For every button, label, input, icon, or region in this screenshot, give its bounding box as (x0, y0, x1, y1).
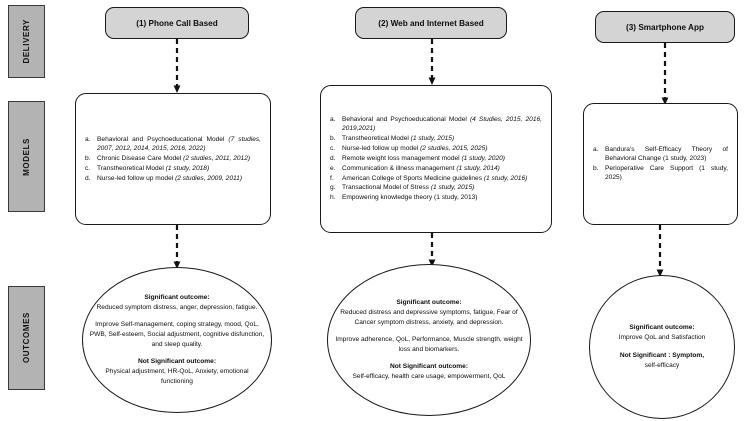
outcome-ellipse-smartphone-app: Significant outcome: Improve QoL and Sat… (589, 275, 735, 419)
connector-delivery-models-2 (428, 39, 436, 85)
outcome-text-1: Significant outcome: Reduced symptom dis… (83, 293, 271, 387)
connector-models-outcomes-2 (428, 233, 436, 267)
delivery-label-1: (1) Phone Call Based (136, 18, 218, 28)
outcome-significant-body-2: Improve adherence, QoL, Performance, Mus… (335, 335, 523, 353)
models-item: e. Communication & illness management (1… (330, 164, 542, 173)
models-item-text: Communication & illness management (1 st… (342, 164, 500, 172)
delivery-box-smartphone-app[interactable]: (3) Smartphone App (595, 11, 735, 43)
models-item-text: Perioperative Care Support (1 study, 202… (605, 165, 728, 182)
models-item: c. Nurse-led follow up model (2 studies,… (330, 144, 542, 153)
models-item-text: Nurse-led follow up model (2 studies, 20… (97, 174, 243, 182)
models-item-text: Behavioral and Psychoeducational Model (… (97, 135, 261, 152)
models-list-1: a. Behavioral and Psychoeducational Mode… (85, 135, 261, 184)
models-item-key: c. (330, 144, 336, 152)
outcome-spacer (89, 313, 265, 320)
models-item-key: d. (330, 154, 336, 162)
models-item-key: e. (330, 164, 336, 172)
outcome-text-3: Significant outcome: Improve QoL and Sat… (613, 323, 712, 370)
models-item: h. Empowering knowledge theory (1 study,… (330, 193, 542, 202)
models-item-text: Chronic Disease Care Model (2 studies, 2… (97, 154, 251, 162)
connector-models-outcomes-3 (656, 225, 664, 277)
outcome-significant-body-2: Improve Self-management, coping strategy… (89, 320, 265, 348)
models-item: a. Bandura's Self-Efficacy Theory of Beh… (593, 145, 728, 164)
outcome-not-significant-heading: Not Significant : Symptom, (619, 351, 705, 359)
models-item-key: b. (85, 154, 91, 162)
models-item-text: Remote weight loss management model (1 s… (342, 154, 505, 162)
outcome-significant-heading: Significant outcome: (144, 293, 210, 301)
outcome-not-significant-heading: Not Significant outcome: (137, 358, 217, 366)
band-models: MODELS (8, 101, 45, 212)
models-item-key: c. (85, 164, 91, 172)
models-item: d. Nurse-led follow up model (2 studies,… (85, 174, 261, 183)
connector-models-outcomes-1 (173, 225, 181, 269)
models-item: f. American College of Sports Medicine g… (330, 174, 542, 183)
models-item: d. Remote weight loss management model (… (330, 154, 542, 163)
models-item-key: h. (330, 194, 336, 202)
models-item: g. Transactional Model of Stress (1 stud… (330, 183, 542, 192)
models-item-text: Transtheoretical Model (1 study, 2018) (97, 164, 210, 172)
outcome-spacer (334, 355, 524, 362)
models-item: b. Chronic Disease Care Model (2 studies… (85, 154, 261, 163)
delivery-label-3: (3) Smartphone App (626, 22, 704, 32)
outcome-ellipse-phone-call: Significant outcome: Reduced symptom dis… (82, 267, 272, 413)
outcome-not-significant-heading: Not Significant outcome: (389, 363, 469, 371)
outcome-not-significant-body: Physical adjustment, HR-QoL, Anxiety, em… (105, 368, 249, 386)
models-item-key: b. (593, 165, 599, 172)
delivery-box-phone-call[interactable]: (1) Phone Call Based (105, 7, 249, 39)
connector-delivery-models-1 (173, 39, 181, 93)
models-item-key: b. (330, 135, 336, 143)
models-item: a. Behavioral and Psychoeducational Mode… (85, 135, 261, 154)
band-models-label: MODELS (22, 137, 31, 176)
outcome-significant-body: Reduced distress and depressive symptoms… (340, 308, 518, 326)
models-item: b. Transtheoretical Model (1 study, 2015… (330, 134, 542, 143)
models-item-text: Bandura's Self-Efficacy Theory of Behavi… (605, 145, 728, 163)
models-box-web-internet: a. Behavioral and Psychoeducational Mode… (320, 85, 552, 233)
models-item-text: Behavioral and Psychoeducational Model (… (342, 115, 543, 133)
models-item-key: a. (330, 115, 336, 123)
models-item-text: Nurse-led follow up model (2 studies, 20… (342, 144, 488, 152)
models-item-key: f. (330, 174, 334, 182)
outcome-significant-body: Improve QoL and Satisfaction (618, 334, 706, 342)
models-box-phone-call: a. Behavioral and Psychoeducational Mode… (75, 93, 271, 225)
models-list-2: a. Behavioral and Psychoeducational Mode… (330, 115, 542, 203)
models-item-key: d. (85, 174, 91, 182)
outcome-spacer (619, 344, 706, 351)
outcome-spacer (89, 350, 265, 357)
models-item-text: Transtheoretical Model (1 study, 2015) (342, 135, 455, 143)
models-item-text: Transactional Model of Stress (1 study, … (342, 184, 475, 192)
outcome-significant-body: Reduced symptom distress, anger, depress… (96, 303, 258, 311)
models-box-smartphone-app: a. Bandura's Self-Efficacy Theory of Beh… (583, 103, 738, 225)
models-list-3: a. Bandura's Self-Efficacy Theory of Beh… (593, 145, 728, 183)
outcome-not-significant-body: Self-efficacy, health care usage, empowe… (352, 373, 506, 381)
models-item-text: Empowering knowledge theory (1 study, 20… (342, 194, 478, 202)
band-delivery: DELIVERY (8, 5, 45, 78)
outcome-not-significant-body: self-efficacy (644, 361, 680, 369)
outcome-ellipse-web-internet: Significant outcome: Reduced distress an… (327, 264, 531, 416)
band-delivery-label: DELIVERY (22, 19, 31, 64)
delivery-box-web-internet[interactable]: (2) Web and Internet Based (355, 7, 507, 39)
models-item-key: a. (85, 135, 91, 143)
models-item: b. Perioperative Care Support (1 study, … (593, 164, 728, 183)
models-item-key: a. (593, 145, 599, 153)
outcome-significant-heading: Significant outcome: (396, 298, 462, 306)
models-item-key: g. (330, 184, 336, 192)
outcome-spacer (334, 328, 524, 335)
connector-delivery-models-3 (661, 43, 669, 105)
band-outcomes-label: OUTCOMES (22, 312, 31, 364)
outcome-text-2: Significant outcome: Reduced distress an… (328, 298, 530, 382)
outcome-significant-heading: Significant outcome: (629, 324, 695, 332)
models-item: a. Behavioral and Psychoeducational Mode… (330, 115, 542, 134)
models-item-text: American College of Sports Medicine guid… (342, 174, 528, 182)
band-outcomes: OUTCOMES (8, 286, 45, 390)
models-item: c. Transtheoretical Model (1 study, 2018… (85, 164, 261, 173)
delivery-label-2: (2) Web and Internet Based (378, 18, 484, 28)
